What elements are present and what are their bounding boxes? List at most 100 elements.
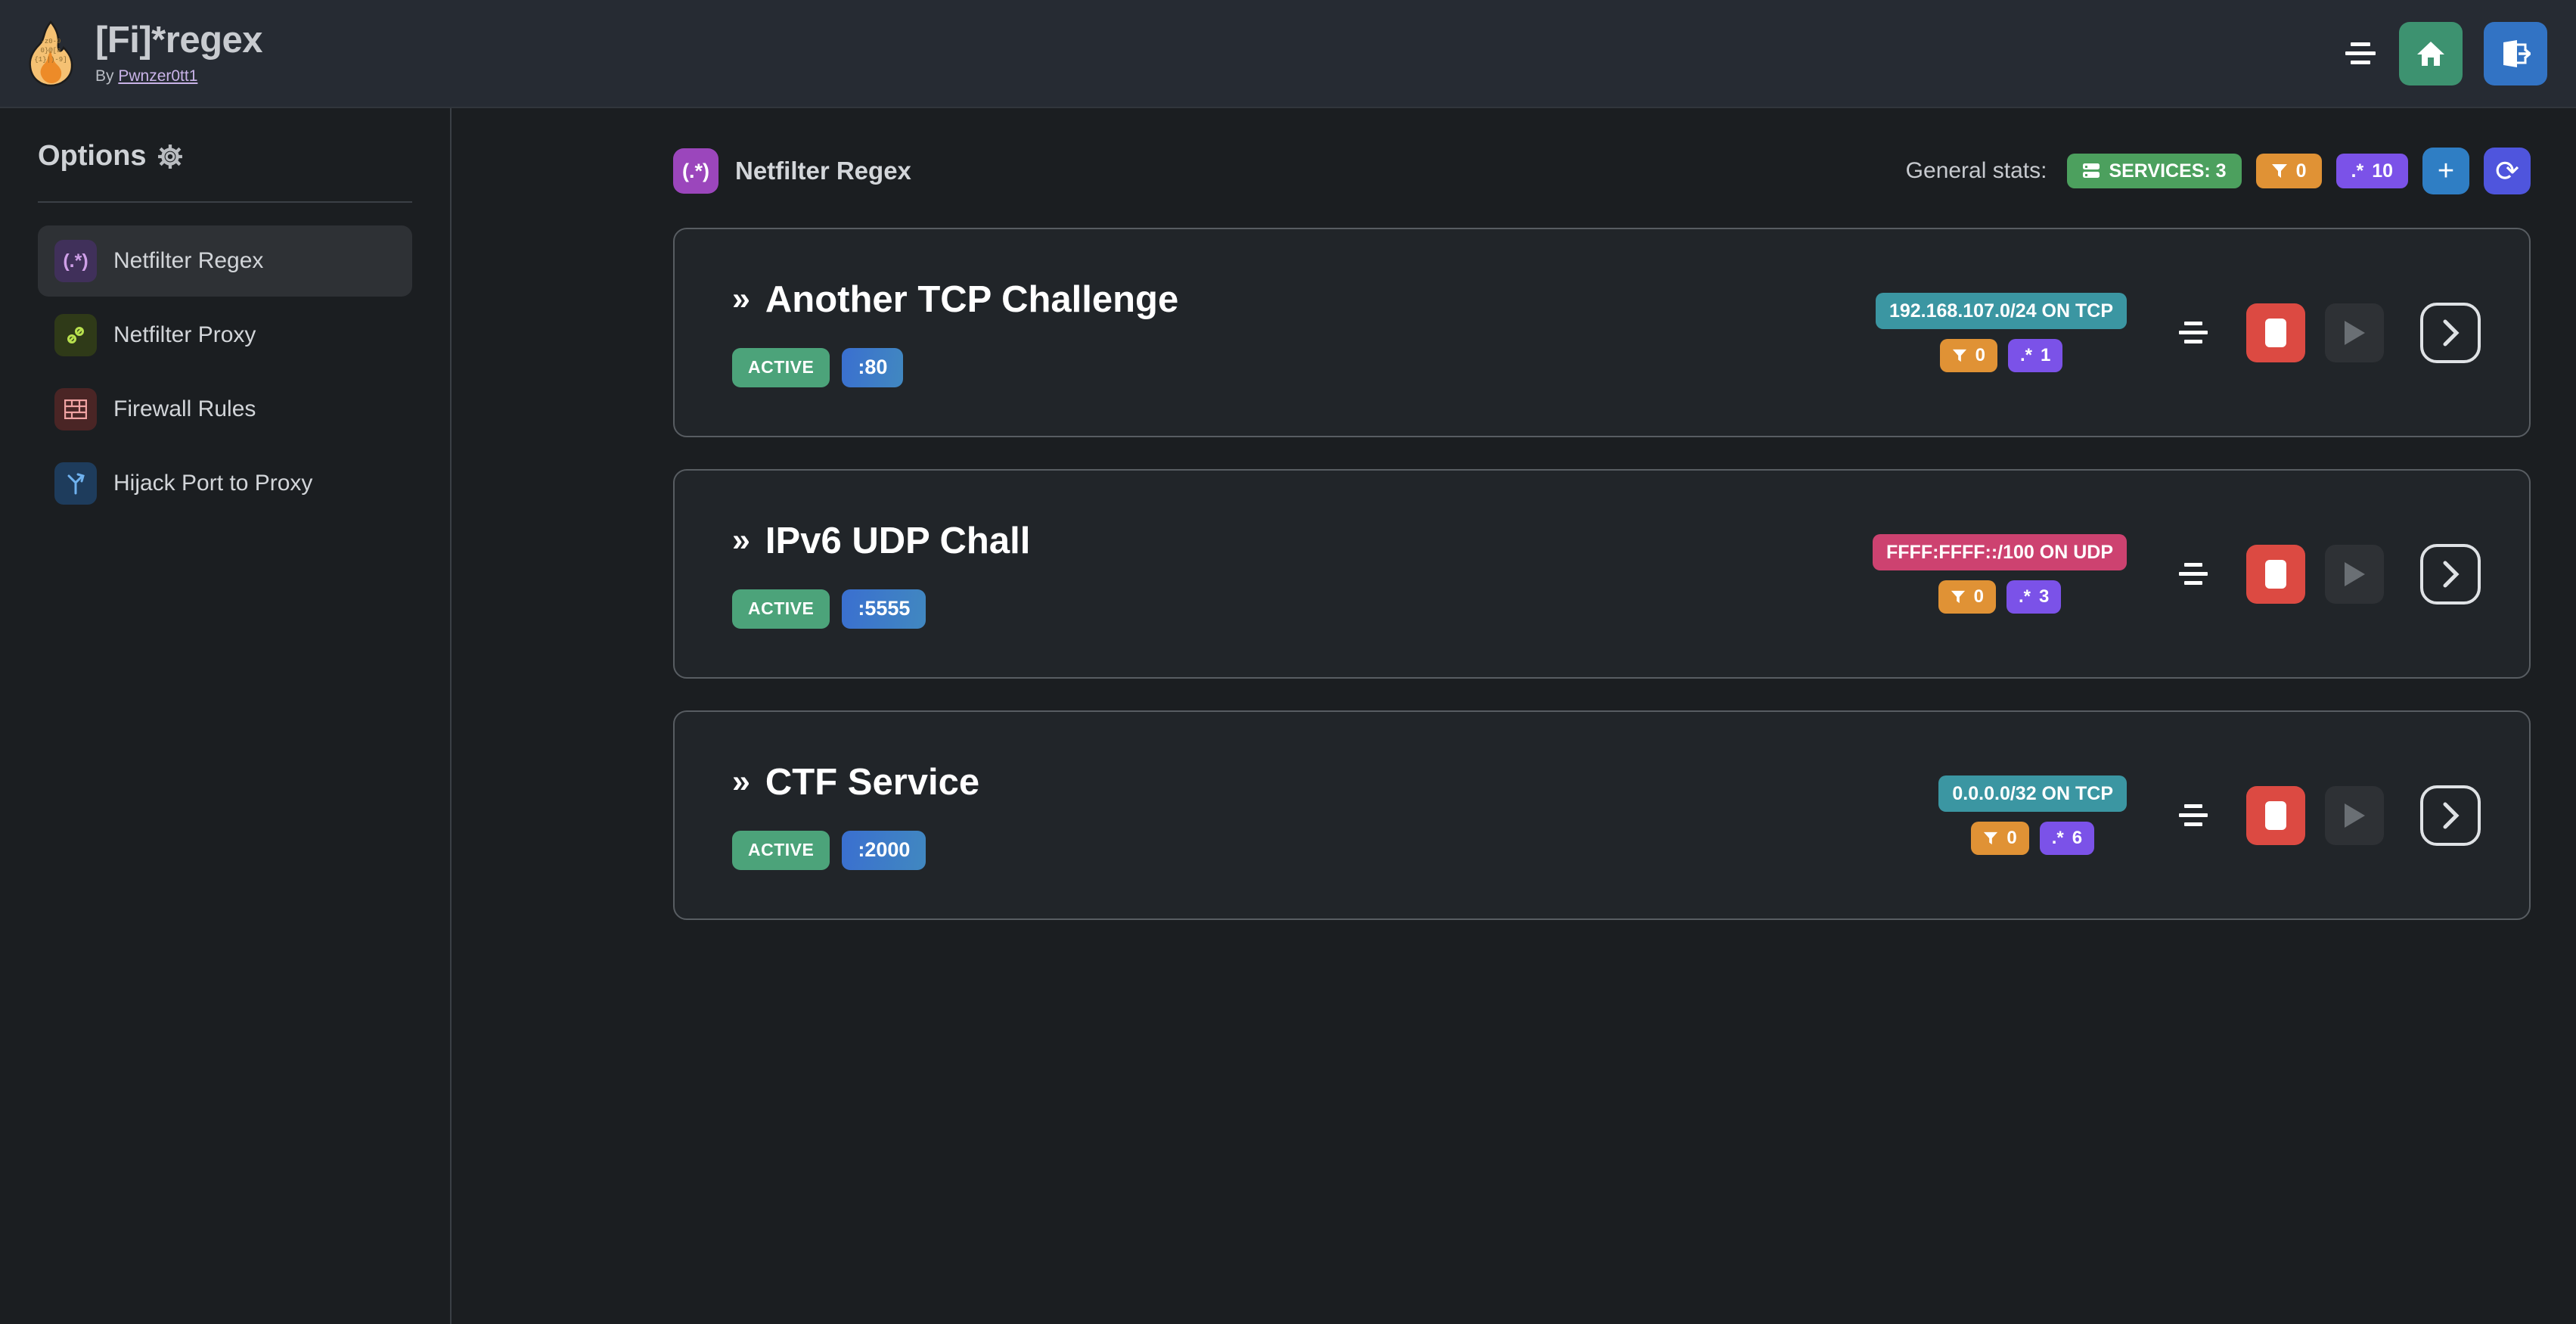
port-badge: :2000 (842, 830, 926, 870)
svg-text:-z0-9: -z0-9 (40, 38, 61, 45)
sidebar-title: Options (38, 140, 147, 172)
status-badge: ACTIVE (732, 830, 830, 870)
service-card-info: » CTF Service ACTIVE :2000 (732, 761, 979, 870)
regex-count-badge: .* 3 (2006, 580, 2062, 614)
svg-text:0}@[a: 0}@[a (40, 47, 61, 54)
filter-count-text: 0 (2295, 160, 2307, 182)
play-icon (2345, 803, 2365, 828)
filter-count-badge: 0 (1938, 580, 1996, 614)
regex-count-text: 10 (2372, 160, 2393, 182)
open-details-button[interactable] (2420, 543, 2481, 605)
regex-icon: (.*) (54, 240, 97, 282)
regex-count-badge: .* 1 (2007, 339, 2063, 372)
main-content: (.*) Netfilter Regex General stats: SERV… (452, 108, 2576, 1324)
svg-text:{1}|)-9]: {1}|)-9] (34, 56, 67, 64)
play-icon (2345, 561, 2365, 586)
chevron-right-icon (2443, 802, 2460, 828)
stop-button[interactable] (2246, 785, 2305, 845)
header-actions (2343, 21, 2576, 85)
sidebar-item-firewall-rules[interactable]: Firewall Rules (38, 374, 412, 445)
play-button[interactable] (2325, 303, 2384, 362)
service-title-row: » IPv6 UDP Chall (732, 520, 1030, 562)
sort-icon[interactable] (2174, 557, 2213, 592)
logout-button[interactable] (2484, 21, 2547, 85)
sidebar-item-label: Firewall Rules (113, 396, 256, 421)
filter-count-text: 0 (1973, 586, 1984, 607)
service-counters: 0 .* 1 (1939, 339, 2063, 372)
service-counters: 0 .* 3 (1938, 580, 2062, 614)
service-card-list: » Another TCP Challenge ACTIVE :80 192.1… (452, 194, 2576, 920)
open-details-button[interactable] (2420, 302, 2481, 363)
play-button[interactable] (2325, 785, 2384, 845)
filter-count-badge: 0 (1939, 339, 1997, 372)
play-icon (2345, 320, 2365, 345)
regex-count-text: 3 (2039, 586, 2050, 607)
refresh-icon: ⟳ (2495, 155, 2519, 188)
sidebar-item-label: Hijack Port to Proxy (113, 471, 313, 496)
app-title: [Fi]*regex (95, 20, 263, 61)
sidebar: Options (.*) Netfilter Regex (0, 108, 452, 1324)
regex-glyph-icon: .* (2051, 828, 2064, 848)
filter-count-text: 0 (2006, 828, 2017, 848)
network-info: 192.168.107.0/24 ON TCP 0 .* 1 (1875, 293, 2127, 372)
regex-glyph: (.*) (63, 250, 88, 272)
sort-icon[interactable] (2174, 798, 2213, 833)
by-prefix: By (95, 67, 119, 85)
general-stats: General stats: SERVICES: 3 0 .* 10 (1906, 148, 2531, 194)
double-chevron-icon: » (732, 522, 750, 558)
author-link[interactable]: Pwnzer0tt1 (118, 67, 198, 85)
stop-button[interactable] (2246, 303, 2305, 362)
home-button[interactable] (2399, 21, 2463, 85)
regex-glyph-icon: .* (2019, 345, 2032, 365)
regex-count-text: 1 (2040, 345, 2051, 365)
service-card[interactable]: » IPv6 UDP Chall ACTIVE :5555 FFFF:FFFF:… (673, 469, 2531, 679)
service-badges: ACTIVE :5555 (732, 589, 1030, 629)
network-badge: FFFF:FFFF::/100 ON UDP (1873, 534, 2127, 570)
sort-icon[interactable] (2174, 315, 2213, 350)
status-badge: ACTIVE (732, 347, 830, 387)
sidebar-item-label: Netfilter Regex (113, 248, 264, 273)
service-name: Another TCP Challenge (765, 278, 1179, 320)
page-header: (.*) Netfilter Regex General stats: SERV… (452, 108, 2576, 194)
chevron-right-icon (2443, 561, 2460, 587)
top-header-bar: -z0-9 0}@[a {1}|)-9] [Fi]*regex By Pwnze… (0, 0, 2576, 108)
sidebar-item-hijack-port-to-proxy[interactable]: Hijack Port to Proxy (38, 448, 412, 519)
regex-count-text: 6 (2072, 828, 2083, 848)
services-count-text: SERVICES: 3 (2109, 160, 2227, 182)
sidebar-item-netfilter-regex[interactable]: (.*) Netfilter Regex (38, 225, 412, 297)
add-service-button[interactable]: + (2422, 148, 2469, 194)
refresh-button[interactable]: ⟳ (2484, 148, 2531, 194)
general-stats-label: General stats: (1905, 158, 2047, 183)
status-badge-services: SERVICES: 3 (2067, 154, 2242, 188)
sidebar-item-label: Netfilter Proxy (113, 322, 256, 347)
sidebar-divider (38, 201, 412, 203)
network-badge: 0.0.0.0/32 ON TCP (1938, 775, 2127, 812)
service-card-controls: FFFF:FFFF::/100 ON UDP 0 .* 3 (1873, 534, 2481, 614)
brick-wall-icon (54, 388, 97, 430)
flame-logo-icon: -z0-9 0}@[a {1}|)-9] (26, 20, 76, 87)
service-card-info: » Another TCP Challenge ACTIVE :80 (732, 278, 1178, 387)
double-chevron-icon: » (732, 281, 750, 317)
app-author-line: By Pwnzer0tt1 (95, 67, 262, 85)
logout-icon (2503, 39, 2531, 67)
double-chevron-icon: » (732, 763, 750, 800)
service-name: IPv6 UDP Chall (765, 520, 1031, 561)
port-badge: :80 (842, 347, 904, 387)
play-button[interactable] (2325, 544, 2384, 604)
stop-button[interactable] (2246, 544, 2305, 604)
stop-icon (2265, 318, 2286, 347)
sidebar-header: Options (38, 108, 412, 172)
sidebar-item-netfilter-proxy[interactable]: Netfilter Proxy (38, 300, 412, 371)
service-card-controls: 192.168.107.0/24 ON TCP 0 .* 1 (1875, 293, 2481, 372)
stop-icon (2265, 559, 2286, 589)
network-badge: 192.168.107.0/24 ON TCP (1875, 293, 2127, 329)
service-card[interactable]: » CTF Service ACTIVE :2000 0.0.0.0/32 ON… (673, 710, 2531, 920)
filter-icon (1952, 349, 1966, 362)
filter-count-text: 0 (1975, 345, 1985, 365)
open-details-button[interactable] (2420, 785, 2481, 846)
sort-icon[interactable] (2343, 39, 2378, 69)
service-card[interactable]: » Another TCP Challenge ACTIVE :80 192.1… (673, 228, 2531, 437)
redirect-arrow-icon (54, 462, 97, 505)
regex-icon: (.*) (673, 148, 718, 194)
network-info: 0.0.0.0/32 ON TCP 0 .* 6 (1938, 775, 2127, 855)
